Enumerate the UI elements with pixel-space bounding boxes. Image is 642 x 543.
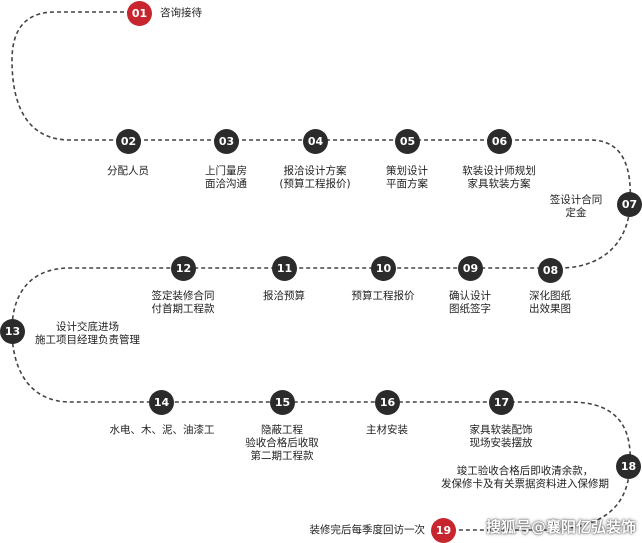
step-13-badge: 13	[0, 319, 25, 344]
step-04-badge: 04	[303, 129, 328, 154]
step-01-badge: 01	[127, 1, 152, 26]
step-12-badge: 12	[171, 256, 196, 281]
step-08-badge: 08	[538, 258, 563, 283]
step-10-badge: 10	[371, 256, 396, 281]
step-06-badge: 06	[487, 129, 512, 154]
step-05-label: 策划设计 平面方案	[386, 165, 428, 190]
step-05-badge: 05	[395, 129, 420, 154]
step-18-label: 竣工验收合格后即收清余款， 发保修卡及有关票据资料进入保修期	[441, 465, 609, 490]
step-09-badge: 09	[458, 256, 483, 281]
step-16-label: 主材安装	[366, 424, 408, 436]
step-18-badge: 18	[616, 454, 641, 479]
step-16-badge: 16	[375, 390, 400, 415]
step-11-badge: 11	[272, 256, 297, 281]
step-04-label: 报洽设计方案 (预算工程报价)	[279, 165, 351, 190]
step-15-badge: 15	[270, 390, 295, 415]
step-10-label: 预算工程报价	[351, 290, 415, 302]
step-13-label: 设计交底进场 施工项目经理负责管理	[35, 321, 140, 346]
step-15-label: 隐蔽工程 验收合格后收取 第二期工程款	[245, 424, 319, 462]
step-01-label: 咨询接待	[160, 7, 202, 19]
step-12-label: 签定装修合同 付首期工程款	[151, 290, 215, 315]
step-02-badge: 02	[116, 129, 141, 154]
step-02-label: 分配人员	[107, 165, 149, 177]
step-07-label: 签设计合同 定金	[549, 194, 603, 219]
step-03-badge: 03	[214, 129, 239, 154]
step-08-label: 深化图纸 出效果图	[529, 290, 571, 315]
watermark: 搜狐号@襄阳亿弘装饰	[485, 518, 636, 536]
step-06-label: 软装设计师规划 家具软装方案	[462, 165, 536, 190]
step-09-label: 确认设计 图纸签字	[449, 290, 491, 315]
step-03-label: 上门量房 面洽沟通	[205, 165, 247, 190]
step-14-label: 水电、木、泥、油漆工	[109, 424, 215, 436]
step-19-label: 装修完后每季度回访一次	[309, 524, 426, 536]
step-17-label: 家具软装配饰 现场安装摆放	[469, 424, 533, 449]
step-14-badge: 14	[149, 390, 174, 415]
step-07-badge: 07	[617, 192, 642, 217]
step-19-badge: 19	[431, 518, 456, 543]
step-11-label: 报洽预算	[263, 290, 305, 302]
step-17-badge: 17	[489, 390, 514, 415]
